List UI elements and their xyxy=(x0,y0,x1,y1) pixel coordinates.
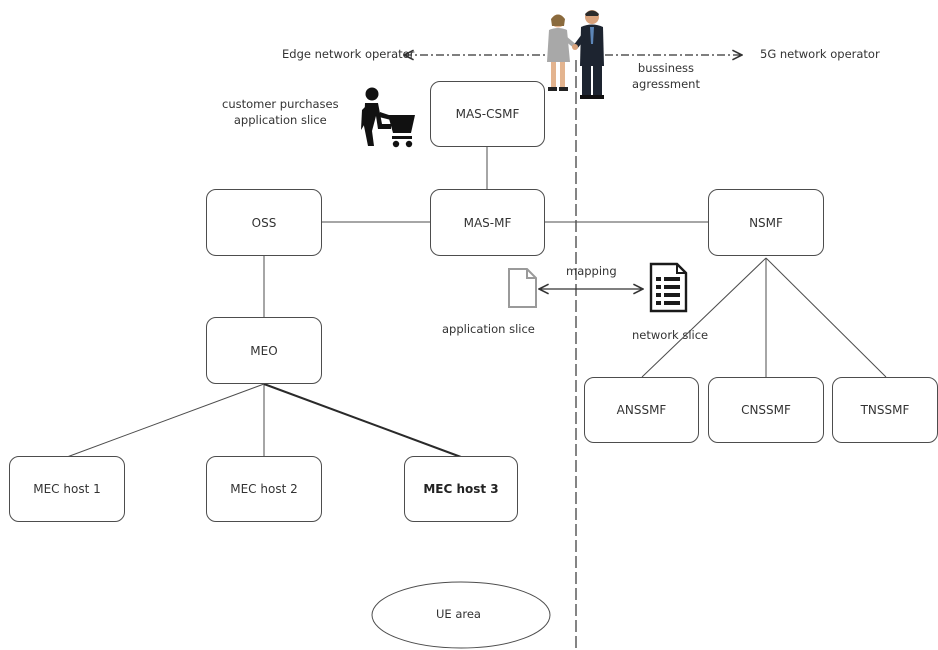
fiveg-operator-label: 5G network operator xyxy=(760,47,880,61)
anssmf-label: ANSSMF xyxy=(616,403,667,417)
mec-host-3-node[interactable]: MEC host 3 xyxy=(404,456,518,522)
agreement-line-1: bussiness xyxy=(637,61,695,75)
mapping-label: mapping xyxy=(566,264,617,278)
network-slice-label: network slice xyxy=(632,328,709,342)
mas-csmf-node[interactable]: MAS-CSMF xyxy=(430,81,545,147)
mas-mf-node[interactable]: MAS-MF xyxy=(430,189,545,256)
edge-meo-mec1 xyxy=(66,383,265,458)
edge-nsmf-tnssmf xyxy=(765,257,887,378)
oss-label: OSS xyxy=(251,215,277,230)
business-agreement-label: bussiness agressment xyxy=(632,60,700,92)
agreement-line-2: agressment xyxy=(632,77,700,91)
mec-host-1-node[interactable]: MEC host 1 xyxy=(9,456,125,522)
meo-label: MEO xyxy=(250,343,278,358)
customer-line-2: application slice xyxy=(233,113,327,127)
tnssmf-node[interactable]: TNSSMF xyxy=(832,377,938,443)
anssmf-node[interactable]: ANSSMF xyxy=(584,377,699,443)
meo-node[interactable]: MEO xyxy=(206,317,322,384)
edge-meo-mec3 xyxy=(263,383,462,458)
cnssmf-label: CNSSMF xyxy=(741,403,791,417)
shopping-cart-icon xyxy=(361,87,415,148)
customer-line-1: customer purchases xyxy=(222,97,339,111)
edge-nsmf-anssmf xyxy=(641,257,767,378)
mec-host-3-label: MEC host 3 xyxy=(423,482,499,496)
edge-operator-label: Edge network operator xyxy=(282,47,415,61)
mas-mf-label: MAS-MF xyxy=(463,215,512,230)
ue-area-shape xyxy=(371,581,551,649)
ue-area-label: UE area xyxy=(436,607,481,621)
application-slice-label: application slice xyxy=(442,322,535,336)
mec-host-1-label: MEC host 1 xyxy=(33,482,101,496)
cnssmf-node[interactable]: CNSSMF xyxy=(708,377,824,443)
customer-label: customer purchases application slice xyxy=(222,96,339,128)
oss-node[interactable]: OSS xyxy=(206,189,322,256)
mas-csmf-label: MAS-CSMF xyxy=(455,107,520,121)
nsmf-label: NSMF xyxy=(749,215,783,230)
tnssmf-label: TNSSMF xyxy=(860,403,910,417)
document-icon xyxy=(508,268,537,308)
handshake-icon xyxy=(547,10,604,99)
mec-host-2-node[interactable]: MEC host 2 xyxy=(206,456,322,522)
mec-host-2-label: MEC host 2 xyxy=(230,482,298,496)
nsmf-node[interactable]: NSMF xyxy=(708,189,824,256)
document-list-icon xyxy=(649,262,688,313)
